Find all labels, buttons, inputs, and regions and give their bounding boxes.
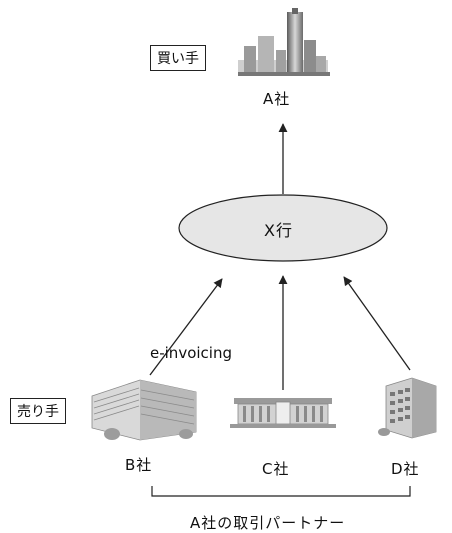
company-c-label: C社 bbox=[262, 460, 290, 478]
bank-label: X行 bbox=[264, 221, 293, 240]
partners-bracket bbox=[151, 486, 411, 497]
company-b-label: B社 bbox=[125, 456, 153, 474]
arrow-d-to-bank bbox=[343, 276, 411, 371]
arrow-b-to-bank bbox=[149, 278, 223, 376]
e-invoicing-label: e-invoicing bbox=[150, 344, 232, 362]
bank-ellipse bbox=[178, 194, 388, 262]
company-c-building-icon bbox=[230, 398, 336, 428]
company-a-building-icon bbox=[238, 8, 330, 76]
seller-role-label: 売り手 bbox=[10, 398, 66, 424]
company-d-building-icon bbox=[378, 377, 437, 439]
partners-caption: A社の取引パートナー bbox=[190, 514, 346, 532]
buyer-role-label: 買い手 bbox=[150, 45, 206, 71]
company-b-building-icon bbox=[91, 379, 197, 441]
company-a-label: A社 bbox=[263, 90, 291, 108]
company-d-label: D社 bbox=[391, 460, 420, 478]
